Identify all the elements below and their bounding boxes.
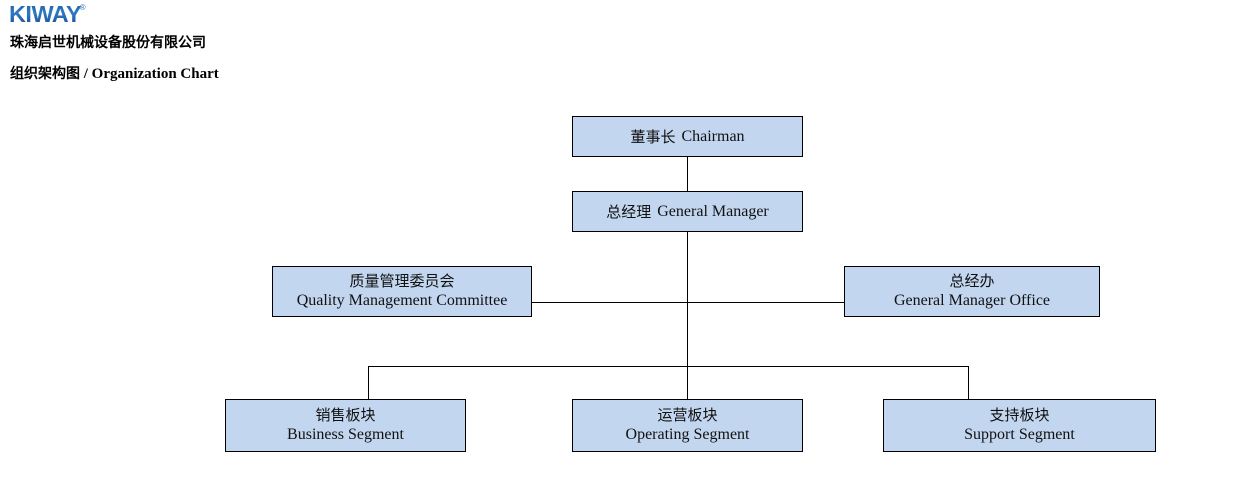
node-general-manager-label-cn: 总经理 <box>606 202 652 221</box>
node-qmc-label-cn: 质量管理委员会 <box>349 272 455 290</box>
node-general-manager-office[interactable]: 总经办 General Manager Office <box>844 266 1100 317</box>
connector-drop-support <box>968 366 970 400</box>
node-gmo-label-cn: 总经办 <box>949 272 995 290</box>
node-business-segment[interactable]: 销售板块 Business Segment <box>225 399 466 452</box>
connector-chairman-to-gm <box>687 156 689 191</box>
node-support-segment-label-en: Support Segment <box>964 426 1075 443</box>
connector-staff-crossbar <box>532 302 844 304</box>
node-business-segment-label-cn: 销售板块 <box>315 406 376 424</box>
node-gmo-label-en: General Manager Office <box>893 292 1051 309</box>
node-chairman-label-cn: 董事长 <box>630 127 676 146</box>
kiway-logo: KIWAY® <box>9 2 129 26</box>
node-general-manager[interactable]: 总经理 General Manager <box>572 191 803 232</box>
node-operating-segment[interactable]: 运营板块 Operating Segment <box>572 399 803 452</box>
page-title-cn: 组织架构图 <box>10 66 80 82</box>
node-qmc-label-en: Quality Management Committee <box>296 292 508 309</box>
node-business-segment-label-en: Business Segment <box>287 426 404 443</box>
company-name: 珠海启世机械设备股份有限公司 <box>10 35 206 51</box>
connector-gm-trunk <box>687 231 689 367</box>
page-title-en: Organization Chart <box>91 66 219 82</box>
node-support-segment-label-cn: 支持板块 <box>989 406 1050 424</box>
node-quality-management-committee[interactable]: 质量管理委员会 Quality Management Committee <box>272 266 532 317</box>
page-title: 组织架构图 / Organization Chart <box>10 63 219 83</box>
connector-segment-distribution-bar <box>368 366 969 368</box>
logo-wordmark: KIWAY <box>9 1 82 27</box>
node-chairman-label-en: Chairman <box>681 127 745 145</box>
node-general-manager-label-en: General Manager <box>657 202 769 220</box>
connector-drop-business <box>368 366 370 400</box>
node-chairman[interactable]: 董事长 Chairman <box>572 116 803 157</box>
node-operating-segment-label-en: Operating Segment <box>625 426 750 443</box>
connector-drop-operating <box>687 366 689 400</box>
registered-trademark-icon: ® <box>79 2 86 12</box>
node-support-segment[interactable]: 支持板块 Support Segment <box>883 399 1156 452</box>
page-title-separator: / <box>80 66 92 82</box>
node-operating-segment-label-cn: 运营板块 <box>657 406 718 424</box>
